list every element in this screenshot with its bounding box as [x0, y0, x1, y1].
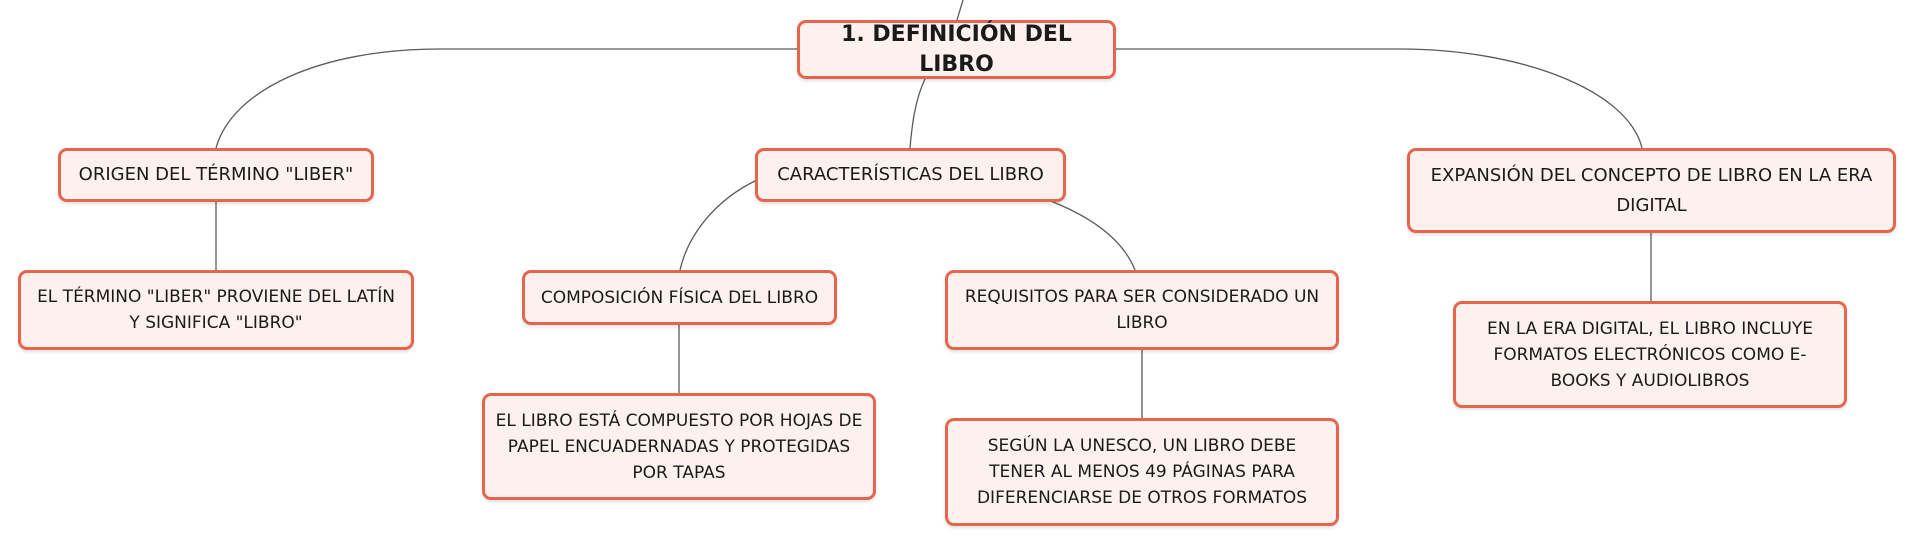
- connector-parent-root: [956, 0, 964, 21]
- connector-root-caracteristicas: [909, 78, 926, 149]
- expansion-detail-node[interactable]: EN LA ERA DIGITAL, EL LIBRO INCLUYE FORM…: [1453, 301, 1847, 408]
- requisitos-node-label: REQUISITOS PARA SER CONSIDERADO UN LIBRO: [964, 287, 1320, 333]
- requisitos-detail-label: SEGÚN LA UNESCO, UN LIBRO DEBE TENER AL …: [976, 436, 1308, 508]
- composicion-detail-label: EL LIBRO ESTÁ COMPUESTO POR HOJAS DE PAP…: [495, 410, 863, 483]
- origen-node-label: ORIGEN DEL TÉRMINO "LIBER": [78, 164, 354, 185]
- expansion-detail-label: EN LA ERA DIGITAL, EL LIBRO INCLUYE FORM…: [1486, 318, 1814, 391]
- origen-detail-node[interactable]: EL TÉRMINO "LIBER" PROVIENE DEL LATÍN Y …: [18, 270, 414, 350]
- connector-caracteristicas-composicion: [679, 179, 758, 271]
- expansion-node-label: EXPANSIÓN DEL CONCEPTO DE LIBRO EN LA ER…: [1430, 164, 1873, 216]
- connector-root-expansion: [1116, 48, 1643, 149]
- caracteristicas-node[interactable]: CARACTERÍSTICAS DEL LIBRO: [755, 148, 1066, 202]
- caracteristicas-node-label: CARACTERÍSTICAS DEL LIBRO: [777, 164, 1044, 185]
- origen-node[interactable]: ORIGEN DEL TÉRMINO "LIBER": [58, 148, 374, 202]
- root-node[interactable]: 1. DEFINICIÓN DEL LIBRO: [797, 20, 1116, 79]
- origen-detail-label: EL TÉRMINO "LIBER" PROVIENE DEL LATÍN Y …: [37, 287, 395, 333]
- composicion-detail-node[interactable]: EL LIBRO ESTÁ COMPUESTO POR HOJAS DE PAP…: [482, 393, 876, 500]
- composicion-node-label: COMPOSICIÓN FÍSICA DEL LIBRO: [540, 287, 819, 308]
- requisitos-node[interactable]: REQUISITOS PARA SER CONSIDERADO UN LIBRO: [945, 270, 1339, 350]
- requisitos-detail-node[interactable]: SEGÚN LA UNESCO, UN LIBRO DEBE TENER AL …: [945, 418, 1339, 526]
- connector-root-origen: [215, 48, 797, 149]
- root-node-label: 1. DEFINICIÓN DEL LIBRO: [841, 21, 1072, 77]
- composicion-node[interactable]: COMPOSICIÓN FÍSICA DEL LIBRO: [522, 270, 837, 325]
- connector-caracteristicas-requisitos: [1047, 199, 1136, 271]
- expansion-node[interactable]: EXPANSIÓN DEL CONCEPTO DE LIBRO EN LA ER…: [1407, 148, 1896, 233]
